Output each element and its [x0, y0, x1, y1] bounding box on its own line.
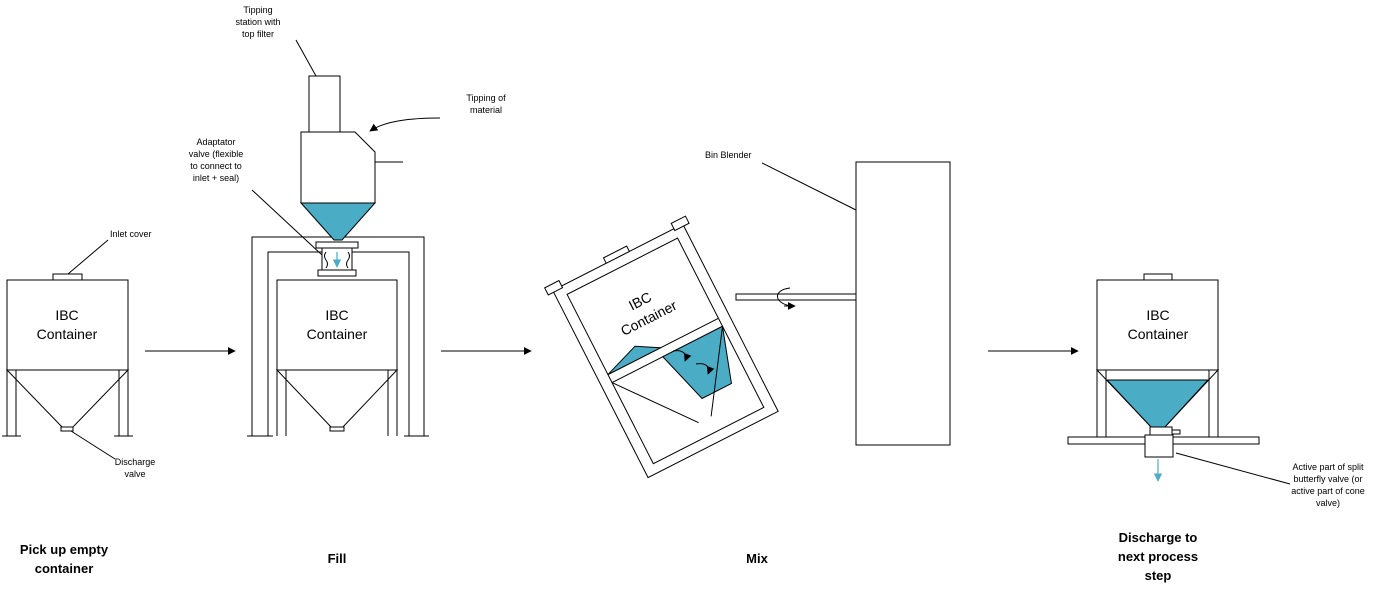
bin-blender-leader [761, 162, 857, 211]
tipping-station-body [300, 131, 376, 204]
discharge-valve [329, 426, 345, 432]
discharge-material [1105, 379, 1210, 429]
stage-fill: IBC Container Tipping station with top f… [189, 5, 506, 437]
tipping-material-arrow [369, 117, 441, 132]
tipping-material-label-line1: Tipping of [466, 93, 506, 103]
tipping-station-material [299, 202, 377, 241]
top-filter [308, 75, 341, 133]
mixing-motion-arrow [695, 363, 715, 375]
blender-shaft [735, 293, 857, 301]
active-part-label-line2: butterfly valve (or [1293, 474, 1362, 484]
bellows-fold [346, 251, 350, 269]
ibc-container-body [6, 279, 129, 371]
tipping-station-label-line1: Tipping [243, 5, 272, 15]
ibc-cone [275, 369, 399, 429]
discharge-valve-label-line2: valve [124, 469, 145, 479]
stage-pick-up: IBC Container Inlet cover Discharge valv… [2, 229, 155, 479]
ibc-label-line2: Container [307, 326, 368, 342]
adaptor-valve-label-line2: valve (flexible [189, 149, 244, 159]
active-part-label-line3: active part of cone [1291, 486, 1365, 496]
adaptor-valve-label-line1: Adaptator [196, 137, 235, 147]
mixing-motion-arrow [672, 350, 692, 362]
adaptor-valve-leader [251, 189, 323, 256]
cone-side [710, 326, 724, 417]
discharge-valve [60, 426, 74, 432]
discharge-valve-leader [70, 430, 116, 460]
adaptor-valve-label-line4: inlet + seal) [193, 173, 239, 183]
valve-actuator [1171, 429, 1181, 435]
tipping-station-leader [295, 39, 317, 77]
step-mix: Mix [746, 551, 768, 566]
step-discharge-line1: Discharge to [1119, 530, 1198, 545]
inlet-cover [602, 245, 631, 264]
ibc-label-line2: Container [1128, 326, 1189, 342]
adaptor-valve-flange [315, 241, 359, 249]
tilted-ibc: IBC Container [543, 215, 779, 479]
mixed-material-cone [661, 325, 732, 400]
inlet-cover [1143, 273, 1173, 281]
inlet-cover-label: Inlet cover [110, 229, 152, 239]
tipping-station-label-line2: station with [235, 17, 280, 27]
ibc-cone [5, 369, 130, 429]
frame-corner [670, 215, 690, 232]
active-part-label-line4: valve) [1316, 498, 1340, 508]
bin-blender [855, 161, 951, 446]
discharge-valve-label-line1: Discharge [115, 457, 156, 467]
active-valve-part [1144, 434, 1174, 458]
inlet-cover-leader [67, 239, 109, 275]
stage-discharge: IBC Container Active part of split butte… [1067, 273, 1365, 508]
step-pick-up-line2: container [35, 561, 94, 576]
split-butterfly-valve [1149, 426, 1173, 436]
stage-mix: Bin Blender IBC Container [543, 150, 951, 479]
bellows-fold [324, 251, 328, 269]
inlet-cover [52, 273, 83, 281]
ibc-label-line1: IBC [1146, 307, 1169, 323]
step-discharge-line2: next process [1118, 549, 1198, 564]
mixed-material [607, 345, 663, 376]
active-part-label-line1: Active part of split [1292, 462, 1364, 472]
step-pick-up-line1: Pick up empty [20, 542, 109, 557]
tipping-station-label-line3: top filter [242, 29, 274, 39]
ibc-label-line2: Container [37, 326, 98, 342]
cone-side [611, 382, 699, 424]
step-captions: Pick up empty container Fill Mix Dischar… [20, 530, 1198, 583]
adaptor-valve-seal [317, 269, 357, 277]
adaptor-valve-label-line3: to connect to [190, 161, 242, 171]
ibc-container-body [1096, 279, 1219, 371]
tilted-ibc-frame-inner [566, 237, 765, 465]
frame-corner [543, 279, 564, 296]
bin-blender-label: Bin Blender [705, 150, 752, 160]
active-part-leader [1175, 452, 1291, 485]
step-discharge-line3: step [1145, 568, 1172, 583]
step-fill: Fill [328, 551, 347, 566]
ibc-label-line1: IBC [55, 307, 78, 323]
tipping-material-label-line2: material [470, 105, 502, 115]
ibc-container-body [276, 279, 398, 371]
ibc-label-line1: IBC [325, 307, 348, 323]
